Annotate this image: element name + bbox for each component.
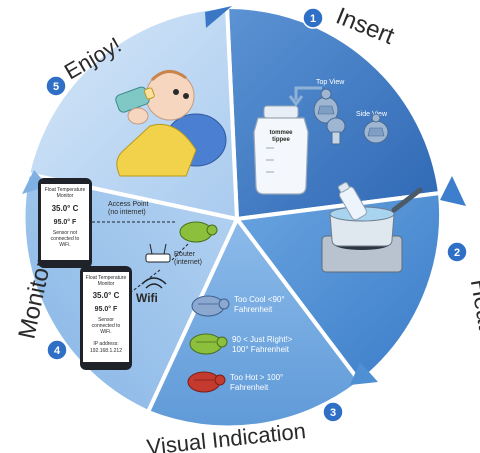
- too-cool-label: Too Cool <90°: [234, 295, 285, 304]
- monitor-illustration: Float Temperature Monitor 35.0° C 95.0° …: [38, 178, 218, 370]
- phone-title: Float Temperature: [86, 275, 127, 281]
- top-view-label: Top View: [316, 79, 345, 86]
- bottle-brand: tippee: [272, 137, 290, 143]
- baby-body-icon: [116, 124, 197, 177]
- baby-drinking-illustration: [115, 70, 227, 177]
- temp-celsius: 35.0° C: [93, 291, 120, 300]
- temp-fahrenheit: 95.0° F: [95, 305, 118, 313]
- visual-arrow-icon: [350, 362, 378, 385]
- enjoy-arrow-icon: [205, 6, 232, 28]
- step-title: Heat: [465, 277, 480, 332]
- temp-fahrenheit: 95.0° F: [54, 218, 77, 226]
- step-badge: [45, 75, 67, 97]
- step-badge: [302, 7, 324, 29]
- step-number: 1: [310, 13, 316, 25]
- wifi-status: WiFi.: [59, 242, 70, 248]
- router-label: Router: [174, 251, 196, 258]
- bottle-in-water-icon: [337, 182, 367, 221]
- too-cool-label-unit: Fahrenheit: [234, 305, 273, 314]
- wifi-status: connected to: [92, 323, 121, 329]
- step-badge: [46, 339, 68, 361]
- step-number: 2: [454, 247, 460, 259]
- too-hot-label: Too Hot > 100°: [230, 373, 283, 382]
- step-number: 3: [330, 407, 336, 419]
- baby-bottle-icon: [115, 86, 155, 113]
- bottle-icon: tommee tippee: [253, 105, 309, 195]
- step-badge: [446, 241, 468, 263]
- ip-label: IP address:: [93, 341, 118, 347]
- green-turtle-icon: [189, 333, 228, 355]
- temp-celsius: 35.0° C: [52, 204, 79, 213]
- heat-arrow-icon: [440, 176, 466, 206]
- phone-title: Monitor: [57, 193, 74, 199]
- wifi-label: Wifi: [136, 291, 158, 305]
- heat-illustration: [321, 182, 423, 273]
- step-number: 5: [53, 81, 59, 93]
- just-right-label: 90 < Just Right!>: [232, 335, 293, 344]
- pot-icon: [329, 213, 395, 247]
- green-turtle-sensor-icon: [179, 221, 218, 243]
- wifi-status: WiFi.: [100, 329, 111, 335]
- phone-disconnected: Float Temperature Monitor 35.0° C 95.0° …: [38, 178, 92, 268]
- ip-value: 192.168.1.212: [90, 348, 122, 354]
- phone-title: Float Temperature: [45, 187, 86, 193]
- phone-title: Monitor: [98, 281, 115, 287]
- wifi-status: connected to: [51, 236, 80, 242]
- step-heat-label: 2 Heat: [446, 241, 480, 332]
- turtle-top-view-icon: [313, 88, 339, 124]
- router-label: (internet): [174, 259, 202, 266]
- step-number: 4: [54, 345, 61, 357]
- access-point-label: Access Point: [108, 201, 149, 208]
- phone-connected: Float Temperature Monitor 35.0° C 95.0° …: [80, 266, 132, 370]
- turtle-side-view-icon: [363, 113, 389, 144]
- just-right-label-unit: 100° Fahrenheit: [232, 345, 290, 354]
- red-turtle-icon: [187, 371, 226, 393]
- bottle-brand: tommee: [269, 130, 293, 136]
- wifi-status: Sensor not: [53, 230, 78, 236]
- turtle-side-view-icon: [326, 117, 346, 145]
- wifi-status: Sensor: [98, 317, 114, 323]
- too-hot-label-unit: Fahrenheit: [230, 383, 269, 392]
- visual-illustration: Too Cool <90° Fahrenheit 90 < Just Right…: [187, 295, 293, 393]
- side-view-label: Side View: [356, 111, 388, 118]
- blue-turtle-icon: [191, 295, 230, 317]
- router-icon: [145, 243, 171, 263]
- step-badge: [322, 401, 344, 423]
- insert-arrow-icon: [288, 86, 322, 107]
- access-point-label: (no internet): [108, 209, 146, 216]
- insert-illustration: tommee tippee Top View Side View: [253, 79, 389, 195]
